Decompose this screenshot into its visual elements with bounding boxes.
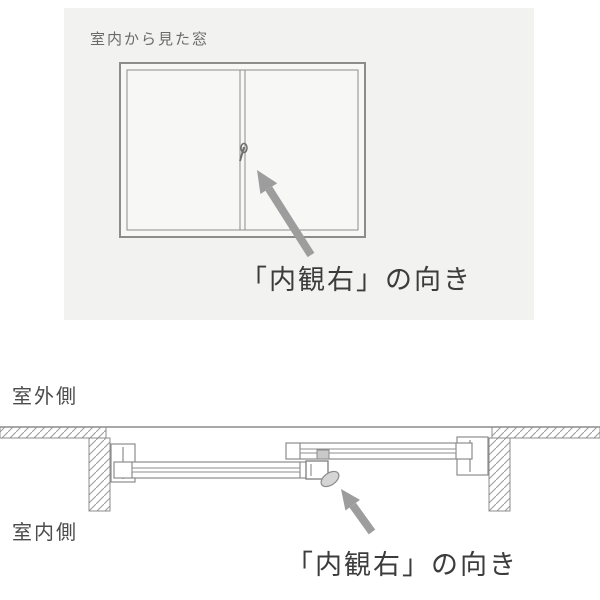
indoor-side-label: 室内側	[12, 522, 78, 544]
direction-arrow-icon	[341, 489, 376, 535]
plan-section-drawing	[0, 426, 600, 535]
crescent-lock-icon	[305, 449, 340, 488]
outdoor-side-label: 室外側	[12, 386, 78, 408]
interior-view-panel: 室内から見た窓 「内観右」の向き	[64, 8, 534, 320]
wall-hatch-sections	[0, 426, 600, 512]
outdoor-sash	[285, 442, 473, 460]
window-elevation-drawing	[119, 62, 366, 258]
panel-title: 室内から見た窓	[90, 31, 210, 48]
orientation-caption-bottom: 「内観右」の向き	[286, 550, 518, 580]
direction-arrow-icon	[257, 170, 315, 258]
orientation-caption-top: 「内観右」の向き	[240, 265, 472, 295]
crescent-lock-icon	[239, 142, 248, 162]
indoor-sash	[113, 461, 319, 479]
